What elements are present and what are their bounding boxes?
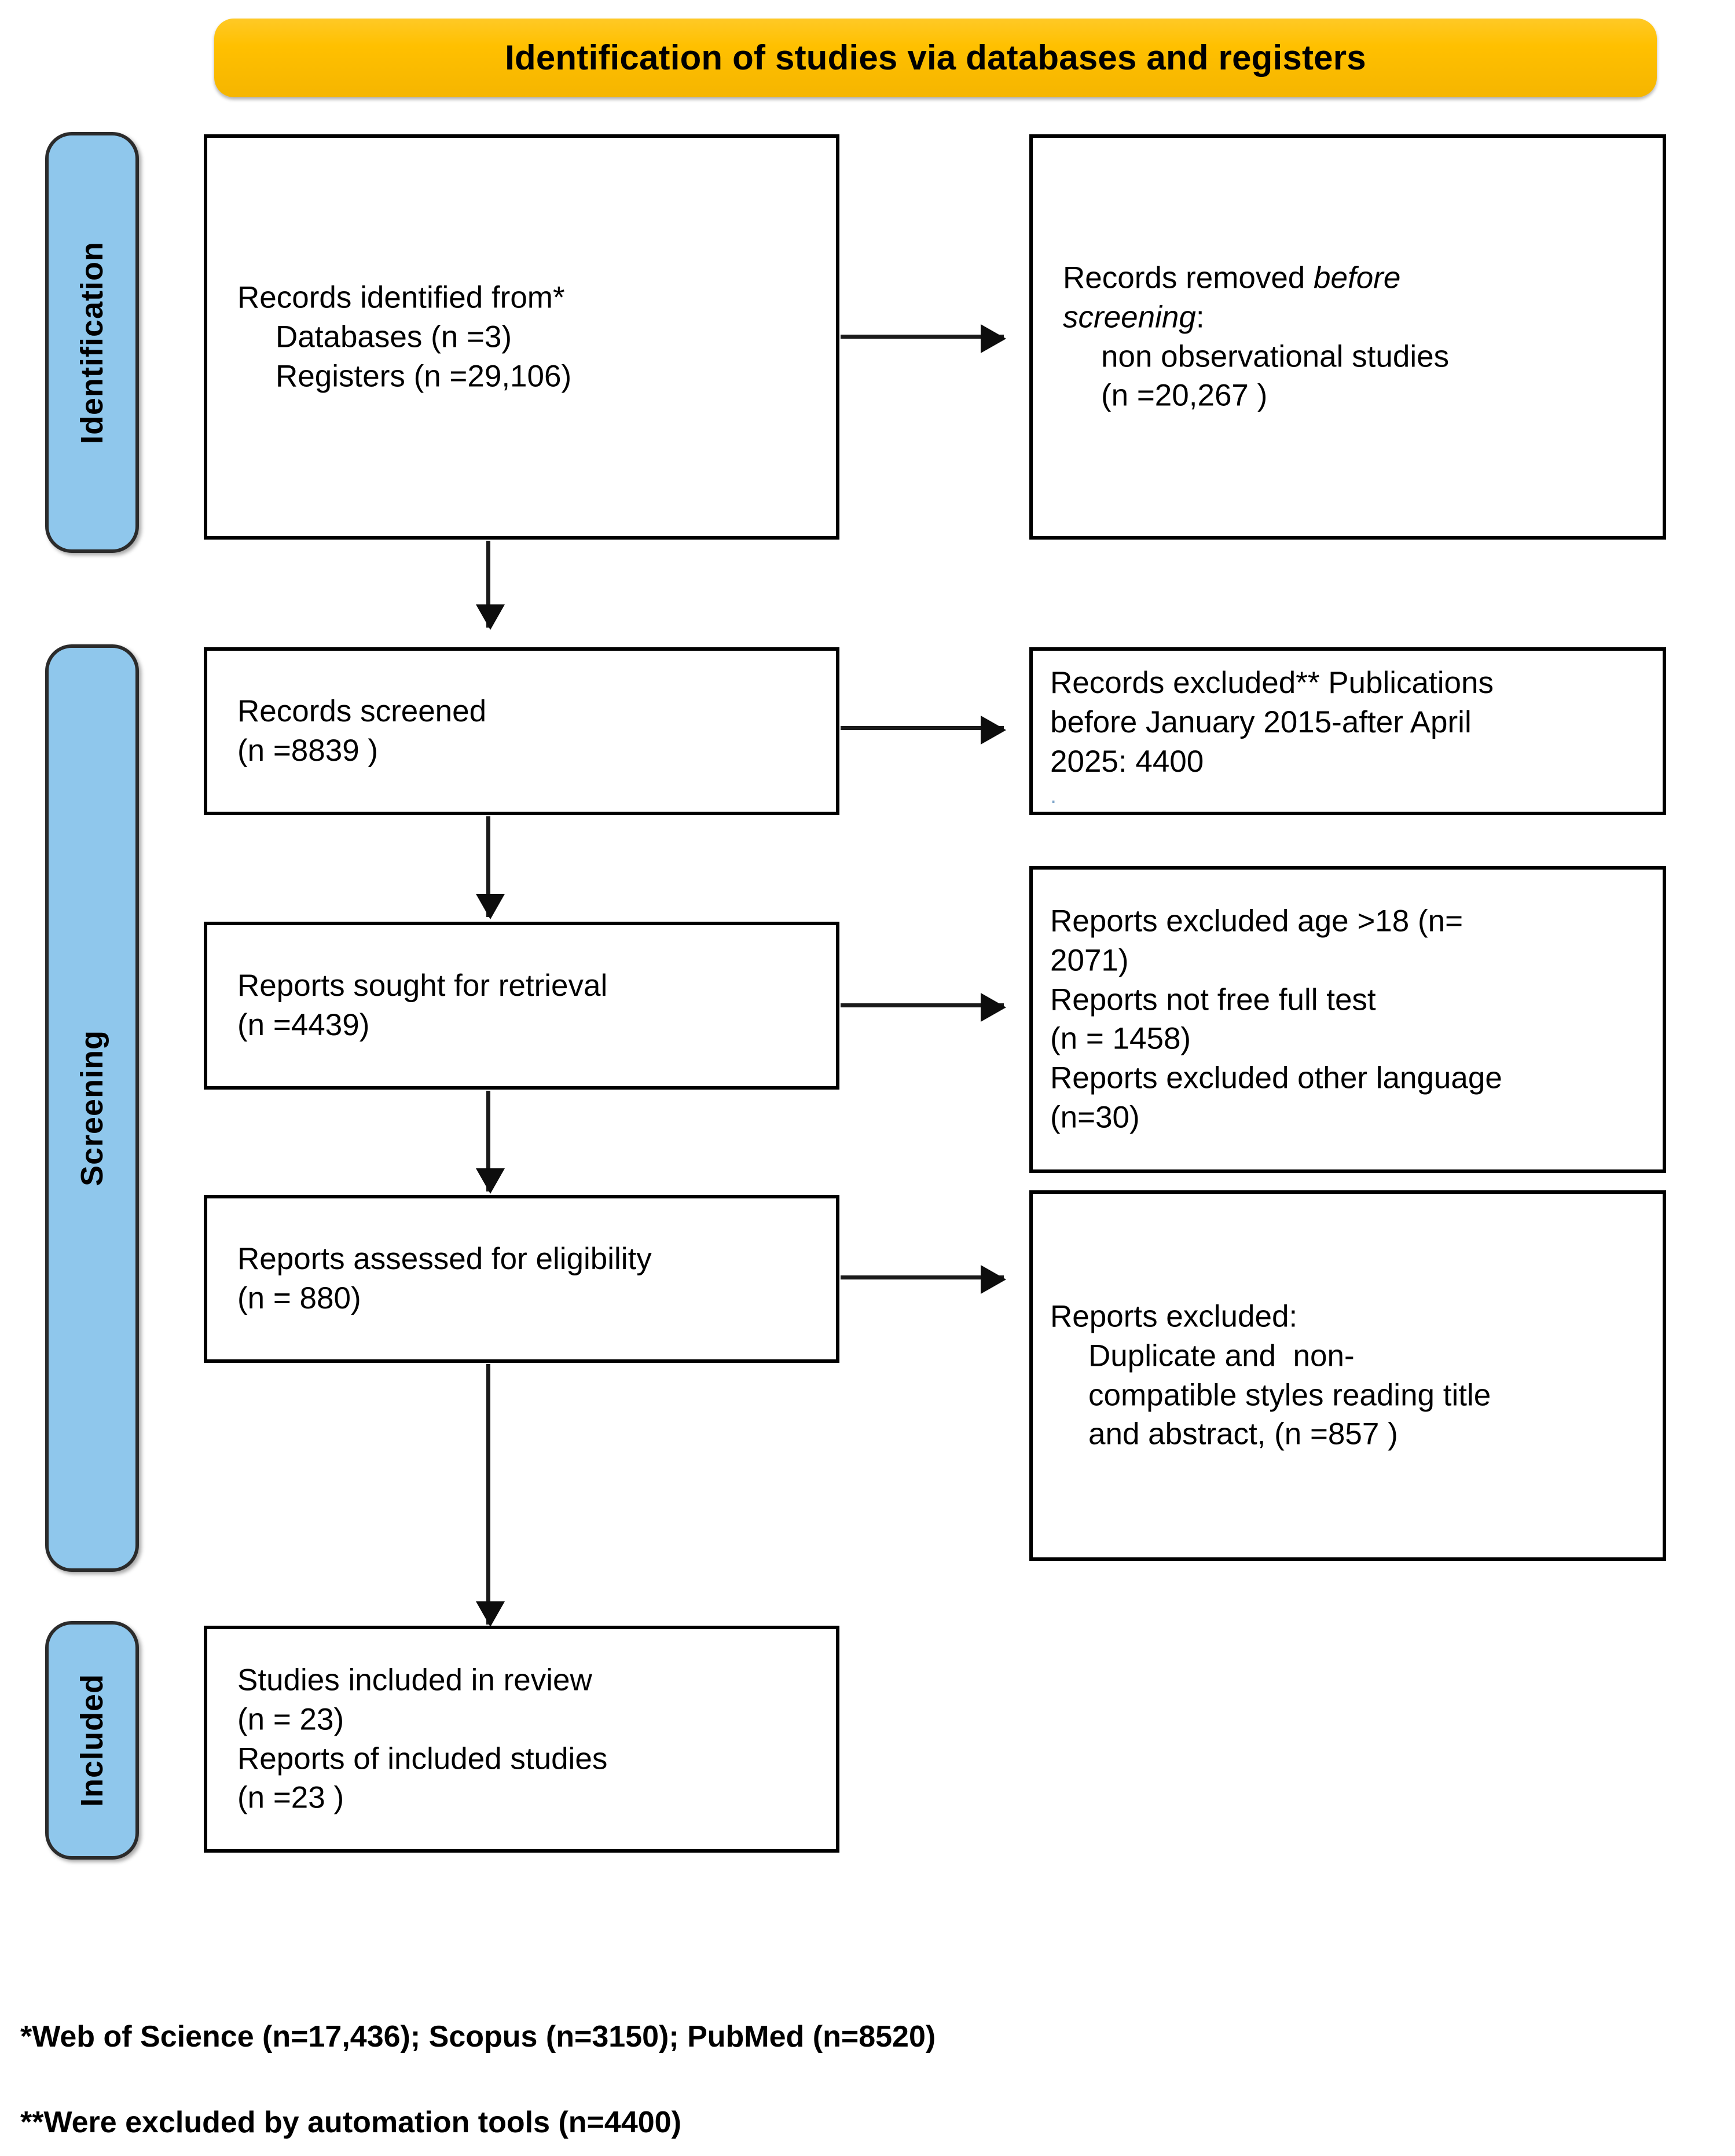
box-reports-excluded-duplicate-body: Reports excluded: Duplicate and non- com… <box>1050 1297 1653 1454</box>
reports-assessed-line-1: Reports assessed for eligibility <box>237 1242 652 1277</box>
page-title: Identification of studies via databases … <box>505 38 1366 77</box>
reports-assessed-line-2: (n = 880) <box>237 1281 361 1315</box>
arrow-assessed-to-included <box>476 1364 505 1627</box>
footnote-databases: *Web of Science (n=17,436); Scopus (n=31… <box>20 2020 936 2054</box>
arrow-screened-to-sought <box>476 816 505 919</box>
box-reports-sought-body: Reports sought for retrieval (n =4439) <box>237 966 823 1045</box>
stage-label-identification-text: Identification <box>75 241 109 444</box>
reports-excluded-duplicate-line-2: Duplicate and non- <box>1088 1339 1355 1373</box>
reports-sought-line-1: Reports sought for retrieval <box>237 969 608 1003</box>
stage-label-identification: Identification <box>45 132 139 553</box>
studies-included-line-4: (n =23 ) <box>237 1780 344 1815</box>
studies-included-line-2: (n = 23) <box>237 1702 344 1737</box>
records-removed-line-4: (n =20,267 ) <box>1101 378 1268 413</box>
reports-excluded-duplicate-line-4: and abstract, (n =857 ) <box>1088 1417 1398 1451</box>
records-removed-line-1: Records removed before <box>1063 258 1650 298</box>
box-records-removed-before-screening: Records removed before screening: non ob… <box>1029 134 1666 540</box>
records-identified-line-1: Records identified from* <box>237 280 565 315</box>
box-records-identified-body: Records identified from* Databases (n =3… <box>237 278 823 395</box>
records-identified-line-2: Databases (n =3) <box>276 320 512 354</box>
records-removed-line-1-plain: Records removed <box>1063 261 1314 295</box>
box-reports-assessed-body: Reports assessed for eligibility (n = 88… <box>237 1240 823 1318</box>
stage-label-included-text: Included <box>75 1673 110 1807</box>
box-records-screened: Records screened (n =8839 ) <box>204 647 839 815</box>
box-records-screened-body: Records screened (n =8839 ) <box>237 692 823 771</box>
box-reports-excluded-duplicate: Reports excluded: Duplicate and non- com… <box>1029 1190 1666 1561</box>
arrow-assessed-to-excluded-duplicate <box>841 1265 1006 1294</box>
box-records-removed-body: Records removed before screening: non ob… <box>1063 258 1650 415</box>
box-records-identified: Records identified from* Databases (n =3… <box>204 134 839 540</box>
records-removed-line-2-plain: : <box>1195 300 1205 335</box>
records-excluded-line-3: 2025: 4400 <box>1050 744 1204 779</box>
reports-excluded-duplicate-line-3: compatible styles reading title <box>1088 1378 1491 1412</box>
reports-excluded-criteria-line-1: Reports excluded age >18 (n= <box>1050 904 1463 938</box>
arrow-screened-to-excluded <box>841 716 1006 745</box>
arrow-sought-to-excluded-criteria <box>841 993 1006 1022</box>
records-removed-line-2: screening: <box>1063 298 1650 337</box>
stage-label-included: Included <box>45 1621 139 1860</box>
records-removed-line-1-italic: before <box>1314 261 1401 295</box>
stage-label-screening: Screening <box>45 644 139 1572</box>
records-excluded-line-2: before January 2015-after April <box>1050 705 1472 739</box>
box-studies-included-in-review: Studies included in review (n = 23) Repo… <box>204 1626 839 1853</box>
records-removed-line-3: non observational studies <box>1101 339 1450 373</box>
studies-included-line-3: Reports of included studies <box>237 1741 608 1776</box>
reports-excluded-criteria-line-6: (n=30) <box>1050 1100 1140 1135</box>
records-screened-line-1: Records screened <box>237 694 487 729</box>
box-reports-excluded-criteria: Reports excluded age >18 (n= 2071) Repor… <box>1029 866 1666 1173</box>
reports-sought-line-2: (n =4439) <box>237 1008 370 1042</box>
box-studies-included-body: Studies included in review (n = 23) Repo… <box>237 1660 823 1817</box>
box-reports-excluded-criteria-body: Reports excluded age >18 (n= 2071) Repor… <box>1050 902 1653 1138</box>
stage-label-screening-text: Screening <box>75 1029 109 1187</box>
records-removed-line-2-italic: screening <box>1063 300 1196 335</box>
records-excluded-line-1: Records excluded** Publications <box>1050 666 1494 700</box>
reports-excluded-duplicate-line-1: Reports excluded: <box>1050 1299 1298 1334</box>
arrow-sought-to-assessed <box>476 1091 505 1194</box>
box-reports-sought-for-retrieval: Reports sought for retrieval (n =4439) <box>204 922 839 1090</box>
diagram-header-banner: Identification of studies via databases … <box>214 19 1657 97</box>
arrow-identified-to-removed <box>841 324 1006 353</box>
footnote-automation-tools: **Were excluded by automation tools (n=4… <box>20 2106 681 2139</box>
records-screened-line-2: (n =8839 ) <box>237 734 379 768</box>
reports-excluded-criteria-line-5: Reports excluded other language <box>1050 1061 1502 1095</box>
reports-excluded-criteria-line-4: (n = 1458) <box>1050 1022 1191 1056</box>
box-reports-assessed-for-eligibility: Reports assessed for eligibility (n = 88… <box>204 1195 839 1363</box>
reports-excluded-criteria-line-3: Reports not free full test <box>1050 982 1376 1017</box>
records-excluded-line-4-clipped: . <box>1050 783 1073 809</box>
box-records-excluded-body: Records excluded** Publications before J… <box>1050 663 1653 811</box>
arrow-identified-to-screened <box>476 541 505 630</box>
records-identified-line-3: Registers (n =29,106) <box>276 358 572 393</box>
box-records-excluded: Records excluded** Publications before J… <box>1029 647 1666 815</box>
studies-included-line-1: Studies included in review <box>237 1663 592 1697</box>
reports-excluded-criteria-line-2: 2071) <box>1050 943 1129 978</box>
